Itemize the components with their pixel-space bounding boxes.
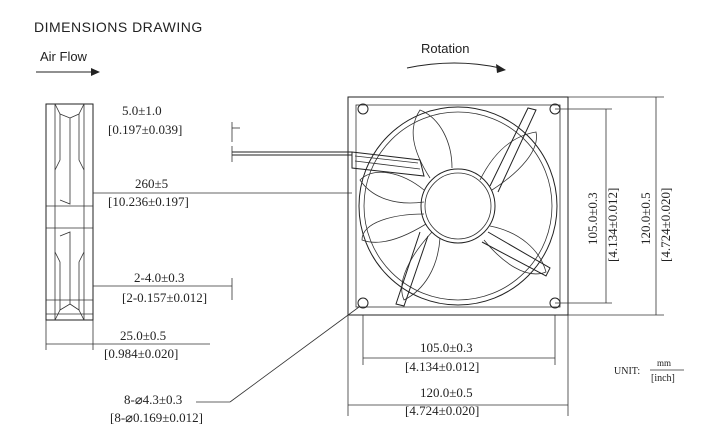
dim-hole-spacing-h-inch: [4.134±0.012] [405, 359, 479, 374]
unit-inch: [inch] [651, 373, 675, 384]
dim-hole-diameter-inch: [8-⌀0.169±0.012] [110, 410, 203, 425]
dim-lead-exit-inch: [0.197±0.039] [108, 122, 182, 137]
dim-frame-height: 120.0±0.5 [4.724±0.020] [568, 96, 673, 316]
lead-wire [231, 146, 352, 162]
dim-lead-length-inch: [10.236±0.197] [108, 194, 189, 209]
dim-hole-spacing-h-mm: 105.0±0.3 [420, 340, 473, 355]
dim-frame-width-inch: [4.724±0.020] [405, 403, 479, 418]
dim-hole-diameter-mm: 8-⌀4.3±0.3 [124, 392, 182, 407]
dim-lead-exit: 5.0±1.0 [0.197±0.039] [108, 103, 240, 142]
dim-frame-width: 120.0±0.5 [4.724±0.020] [347, 315, 569, 418]
airflow-arrow-icon [36, 68, 100, 76]
dim-mount-depth-inch: [2-0.157±0.012] [122, 290, 207, 305]
dim-hole-spacing-v: 105.0±0.3 [4.134±0.012] [555, 108, 620, 304]
dim-mount-depth-mm: 2-4.0±0.3 [134, 270, 184, 285]
dim-hole-spacing-v-mm: 105.0±0.3 [585, 192, 600, 245]
dim-lead-exit-mm: 5.0±1.0 [122, 103, 162, 118]
dim-lead-length: 260±5 [10.236±0.197] [93, 176, 352, 209]
dim-frame-height-mm: 120.0±0.5 [638, 192, 653, 245]
dim-mount-depth: 2-4.0±0.3 [2-0.157±0.012] [93, 270, 233, 305]
dim-thickness: 25.0±0.5 [0.984±0.020] [45, 320, 210, 361]
unit-legend: UNIT: mm [inch] [614, 358, 684, 384]
dim-frame-width-mm: 120.0±0.5 [420, 385, 473, 400]
mount-hole-tl [357, 103, 369, 115]
fan-front-view [347, 96, 569, 316]
unit-label: UNIT: [614, 366, 640, 377]
dim-hole-spacing-h: 105.0±0.3 [4.134±0.012] [362, 315, 556, 374]
unit-mm: mm [657, 358, 671, 368]
drawing-title: DIMENSIONS DRAWING [34, 19, 203, 35]
dim-hole-spacing-v-inch: [4.134±0.012] [605, 188, 620, 262]
dim-hole-diameter: 8-⌀4.3±0.3 [8-⌀0.169±0.012] [110, 306, 360, 425]
dim-lead-length-mm: 260±5 [135, 176, 168, 191]
fan-side-view [45, 103, 94, 321]
dim-thickness-inch: [0.984±0.020] [104, 346, 178, 361]
rotation-label: Rotation [421, 41, 469, 56]
airflow-label: Air Flow [40, 49, 88, 64]
dim-frame-height-inch: [4.724±0.020] [658, 188, 673, 262]
mount-hole-bl [357, 297, 369, 309]
dim-thickness-mm: 25.0±0.5 [120, 328, 166, 343]
rotation-arrow-icon [406, 62, 506, 73]
